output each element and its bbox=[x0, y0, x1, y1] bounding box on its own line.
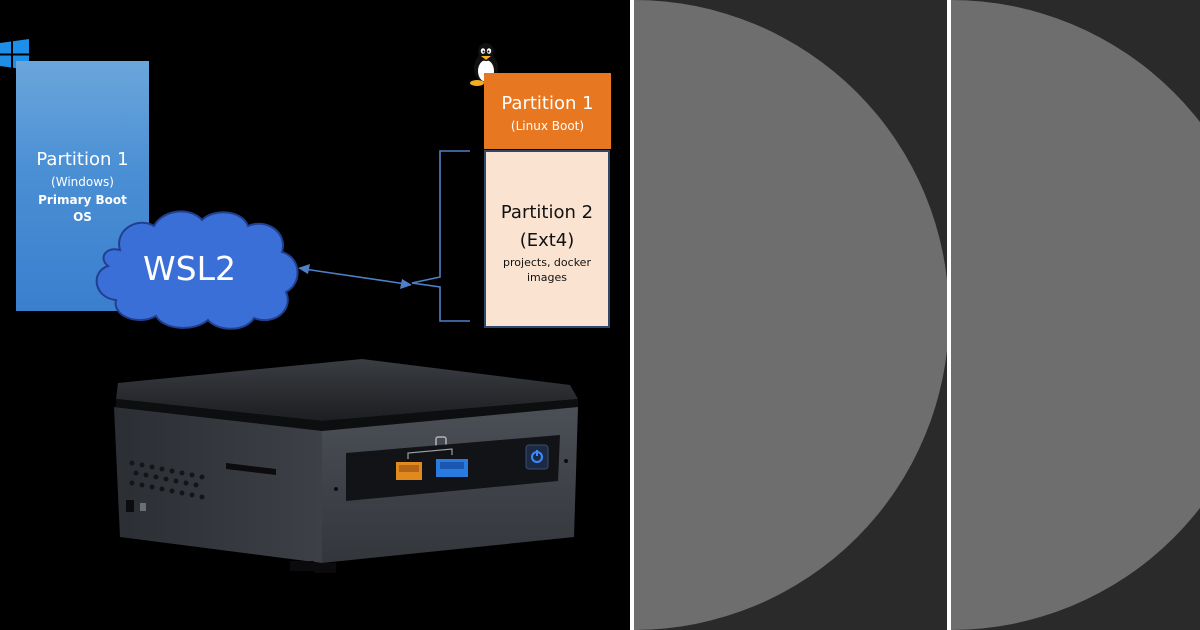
linux-boot-partition-subtitle: (Linux Boot) bbox=[510, 119, 585, 133]
linux-data-partition-detail-line2: images bbox=[527, 271, 567, 284]
linux-data-partition-title: Partition 2 bbox=[500, 202, 594, 223]
linux-data-partition-box: Partition 2 (Ext4) projects, docker imag… bbox=[484, 150, 610, 328]
mini-pc-device bbox=[114, 359, 578, 573]
linux-boot-partition-title: Partition 1 bbox=[501, 93, 594, 114]
windows-partition-detail-line1: Primary Boot bbox=[38, 193, 127, 207]
linux-data-partition-detail: projects, docker images bbox=[492, 255, 602, 285]
partition-diagram: Partition 1 (Windows) Primary Boot OS WS… bbox=[0, 39, 611, 573]
windows-partition-detail-line2: OS bbox=[73, 210, 92, 224]
right-decor-panel-2 bbox=[951, 0, 1200, 630]
bidirectional-arrow bbox=[298, 150, 470, 322]
panel-divider bbox=[630, 0, 634, 630]
linux-data-partition-detail-line1: projects, docker bbox=[503, 256, 591, 269]
windows-partition-detail: Primary Boot OS bbox=[16, 192, 149, 226]
wsl2-label: WSL2 bbox=[143, 249, 236, 288]
windows-partition-subtitle: (Windows) bbox=[51, 175, 114, 189]
windows-partition-title: Partition 1 bbox=[36, 149, 129, 170]
linux-data-partition-subtitle: (Ext4) bbox=[519, 230, 575, 251]
panel-divider bbox=[947, 0, 951, 630]
half-circle-shape bbox=[634, 0, 947, 630]
linux-boot-partition-box: Partition 1 (Linux Boot) bbox=[484, 73, 611, 149]
windows-partition-box: Partition 1 (Windows) Primary Boot OS bbox=[16, 61, 149, 311]
right-decor-panel-1 bbox=[634, 0, 947, 630]
half-circle-shape bbox=[951, 0, 1200, 630]
wsl2-cloud-shape bbox=[95, 210, 299, 330]
